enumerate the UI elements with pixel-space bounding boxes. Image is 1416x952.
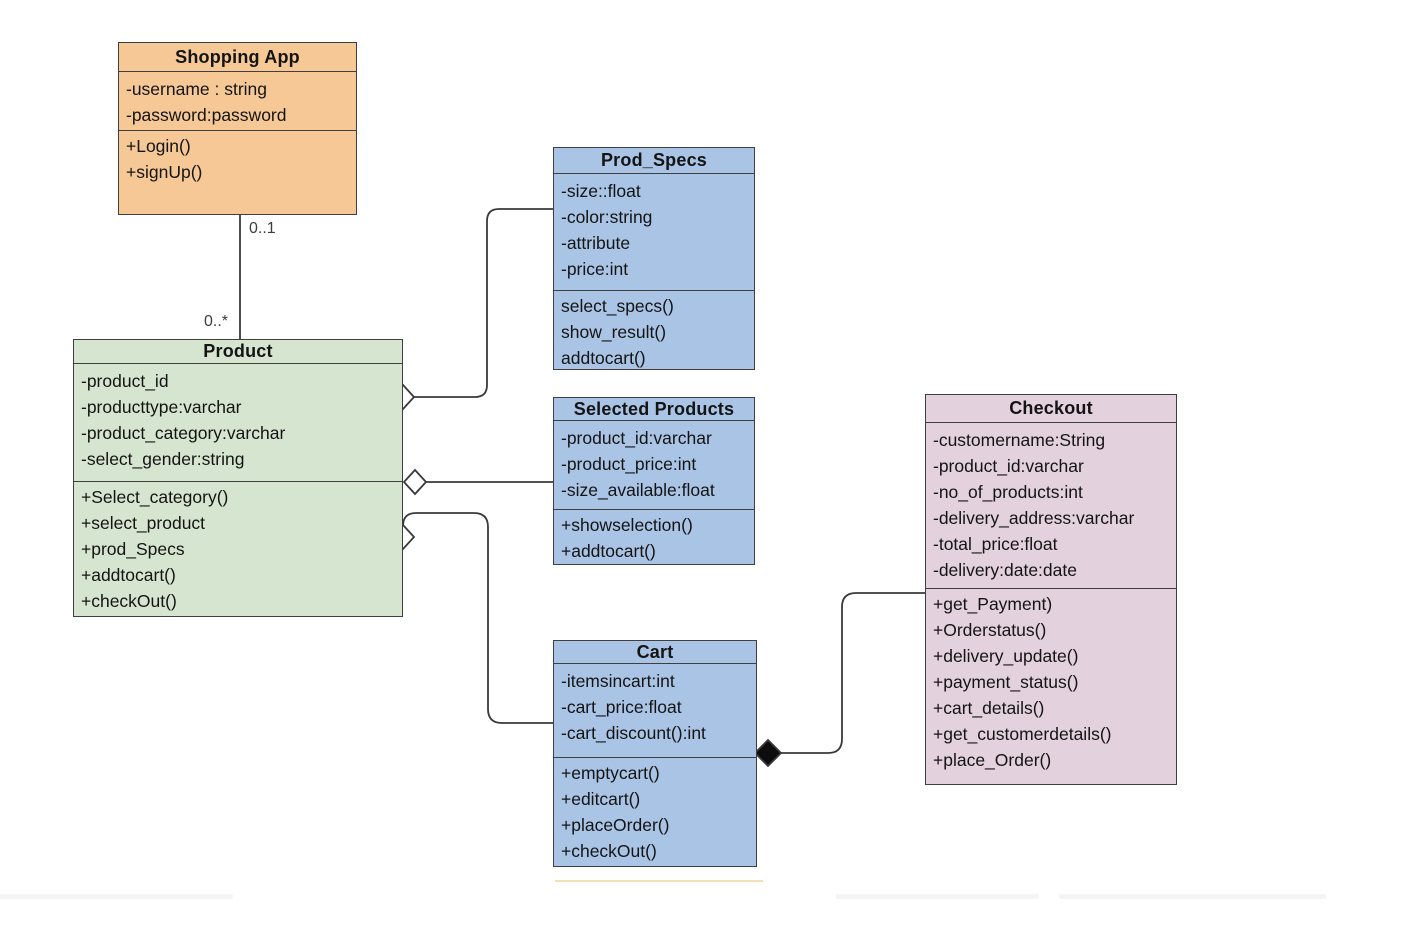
method-row: +delivery_update() [933, 646, 1079, 666]
class-title: Shopping App [119, 43, 356, 72]
method-row: +editcart() [561, 789, 641, 809]
class-box-shopping-app[interactable]: Shopping App -username : string -passwor… [118, 42, 357, 215]
method-row: +Select_category() [81, 487, 229, 507]
class-title: Product [74, 340, 402, 364]
attribute-row: -customername:String [933, 430, 1106, 450]
multiplicity-label-lower: 0..* [204, 313, 229, 330]
class-title: Prod_Specs [554, 148, 754, 174]
attribute-row: -delivery_address:varchar [933, 508, 1135, 528]
attribute-row: -product_id:varchar [561, 428, 712, 448]
method-row: +select_product [81, 513, 206, 533]
attribute-row: -color:string [561, 207, 653, 227]
attributes-section: -product_id:varchar -product_price:int -… [554, 421, 754, 509]
method-row: +checkOut() [81, 591, 177, 611]
method-row: +addtocart() [561, 541, 656, 561]
attribute-row: -product_id [81, 371, 169, 391]
method-row: select_specs() [561, 296, 674, 316]
method-row: +get_Payment) [933, 594, 1053, 614]
attribute-row: -size::float [561, 181, 641, 201]
attribute-row: -product_price:int [561, 454, 697, 474]
artifact-bar [0, 894, 233, 899]
method-row: +get_customerdetails() [933, 724, 1112, 744]
attributes-section: -size::float -color:string -attribute -p… [554, 174, 754, 290]
attribute-row: -itemsincart:int [561, 671, 675, 691]
multiplicity-label-upper: 0..1 [249, 220, 276, 237]
composition-line-cart-checkout[interactable] [780, 592, 925, 754]
class-title: Selected Products [554, 398, 754, 421]
attribute-row: -product_category:varchar [81, 423, 286, 443]
attribute-row: -no_of_products:int [933, 482, 1083, 502]
aggregation-diamond-icon [402, 468, 428, 496]
class-title: Cart [554, 641, 756, 664]
method-row: +place_Order() [933, 750, 1052, 770]
aggregation-line-product-prodspecs[interactable] [414, 208, 553, 398]
composition-diamond-icon [753, 738, 783, 768]
artifact-bar [1059, 894, 1326, 899]
methods-section: +showselection() +addtocart() [554, 509, 754, 564]
method-row: +placeOrder() [561, 815, 670, 835]
method-row: +prod_Specs [81, 539, 185, 559]
class-title: Checkout [926, 395, 1176, 423]
method-row: +checkOut() [561, 841, 657, 861]
attribute-row: -username : string [126, 79, 268, 99]
methods-section: +emptycart() +editcart() +placeOrder() +… [554, 757, 756, 866]
attribute-row: -size_available:float [561, 480, 715, 500]
class-box-product[interactable]: Product -product_id -producttype:varchar… [73, 339, 403, 617]
aggregation-line-product-cart[interactable] [402, 512, 553, 724]
class-box-selected-products[interactable]: Selected Products -product_id:varchar -p… [553, 397, 755, 565]
attribute-row: -select_gender:string [81, 449, 245, 469]
attribute-row: -price:int [561, 259, 629, 279]
methods-section: +Select_category() +select_product +prod… [74, 481, 402, 616]
methods-section: +Login() +signUp() [119, 130, 356, 214]
method-row: +signUp() [126, 162, 203, 182]
attributes-section: -username : string -password:password [119, 72, 356, 130]
attribute-row: -password:password [126, 105, 287, 125]
attribute-row: -total_price:float [933, 534, 1058, 554]
attributes-section: -itemsincart:int -cart_price:float -cart… [554, 664, 756, 757]
method-row: +showselection() [561, 515, 693, 535]
method-row: show_result() [561, 322, 667, 342]
method-row: addtocart() [561, 348, 646, 368]
method-row: +Orderstatus() [933, 620, 1047, 640]
class-box-checkout[interactable]: Checkout -customername:String -product_i… [925, 394, 1177, 785]
method-row: +Login() [126, 136, 191, 156]
artifact-highlight-bar [555, 880, 763, 882]
attribute-row: -producttype:varchar [81, 397, 242, 417]
method-row: +addtocart() [81, 565, 176, 585]
attribute-row: -attribute [561, 233, 631, 253]
attribute-row: -delivery:date:date [933, 560, 1077, 580]
attribute-row: -product_id:varchar [933, 456, 1084, 476]
attributes-section: -customername:String -product_id:varchar… [926, 423, 1176, 588]
method-row: +payment_status() [933, 672, 1079, 692]
attribute-row: -cart_discount():int [561, 723, 706, 743]
attributes-section: -product_id -producttype:varchar -produc… [74, 364, 402, 481]
method-row: +emptycart() [561, 763, 660, 783]
methods-section: select_specs() show_result() addtocart() [554, 290, 754, 369]
attribute-row: -cart_price:float [561, 697, 682, 717]
methods-section: +get_Payment) +Orderstatus() +delivery_u… [926, 588, 1176, 784]
class-box-prod-specs[interactable]: Prod_Specs -size::float -color:string -a… [553, 147, 755, 370]
method-row: +cart_details() [933, 698, 1045, 718]
artifact-bar [836, 894, 1039, 899]
class-box-cart[interactable]: Cart -itemsincart:int -cart_price:float … [553, 640, 757, 867]
